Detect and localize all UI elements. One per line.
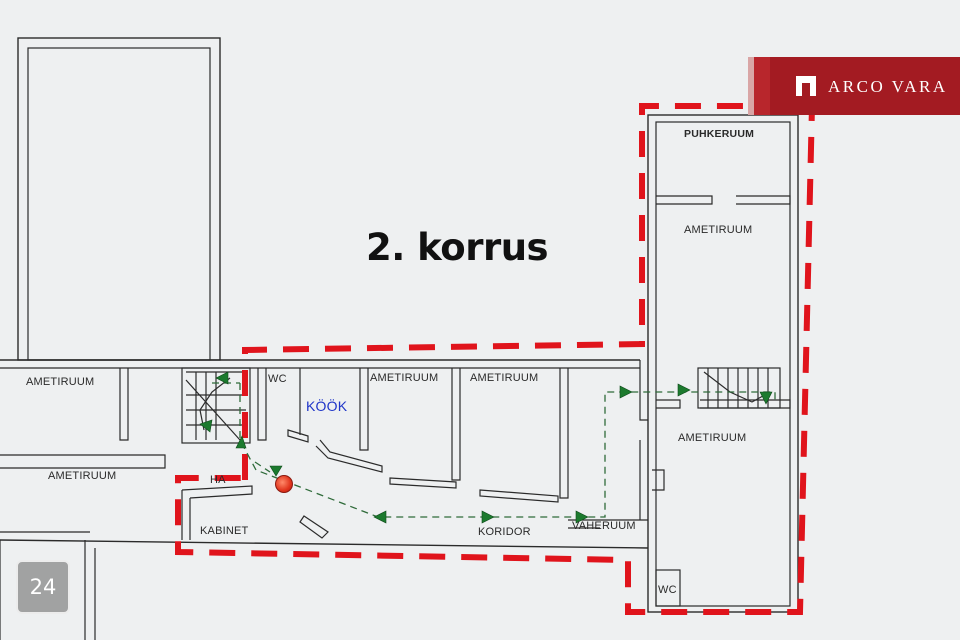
brand-logo: ARCO VARA <box>748 57 960 115</box>
direction-arrow-icon <box>677 383 691 397</box>
left-tower-walls <box>17 37 221 361</box>
floor-title: 2. korrus <box>366 226 549 269</box>
page-number: 24 <box>29 575 57 599</box>
room-label-puhkeruum: PUHKERUUM <box>684 128 755 140</box>
direction-arrow-icon <box>759 391 773 405</box>
direction-arrows <box>199 371 773 524</box>
direction-arrow-icon <box>215 371 229 385</box>
brand-name: ARCO VARA <box>828 77 948 96</box>
room-label-koridor: KORIDOR <box>478 526 531 538</box>
room-label-ametiruum-center-1: AMETIRUUM <box>370 372 439 384</box>
area-boundary <box>175 103 816 615</box>
direction-arrow-icon <box>235 435 247 449</box>
room-label-ametiruum-right-bottom: AMETIRUUM <box>678 432 747 444</box>
direction-arrow-icon <box>575 510 589 524</box>
fire-extinguisher-icon <box>275 475 293 493</box>
direction-arrow-icon <box>269 465 283 477</box>
room-label-kook: KÖÖK <box>306 398 348 414</box>
room-label-wc-top: WC <box>268 373 287 385</box>
room-label-wc-bottom: WC <box>658 584 677 596</box>
room-label-kabinet: KABINET <box>200 525 249 537</box>
page-number-badge[interactable]: 24 <box>16 560 70 614</box>
right-wing-walls <box>639 114 799 613</box>
main-wing-walls <box>0 359 649 640</box>
room-label-ametiruum-center-2: AMETIRUUM <box>470 372 539 384</box>
direction-arrow-icon <box>199 419 213 433</box>
direction-arrow-icon <box>373 510 387 524</box>
room-label-ametiruum-right-top: AMETIRUUM <box>684 224 753 236</box>
brand-logo-icon <box>796 76 816 96</box>
room-label-vaheruum: VAHERUUM <box>572 520 636 532</box>
direction-arrow-icon <box>481 510 495 524</box>
room-label-ametiruum-left-mid: AMETIRUUM <box>48 470 117 482</box>
room-label-ametiruum-left-top: AMETIRUUM <box>26 376 95 388</box>
room-label-hall: HA <box>210 474 226 486</box>
direction-arrow-icon <box>619 385 633 399</box>
